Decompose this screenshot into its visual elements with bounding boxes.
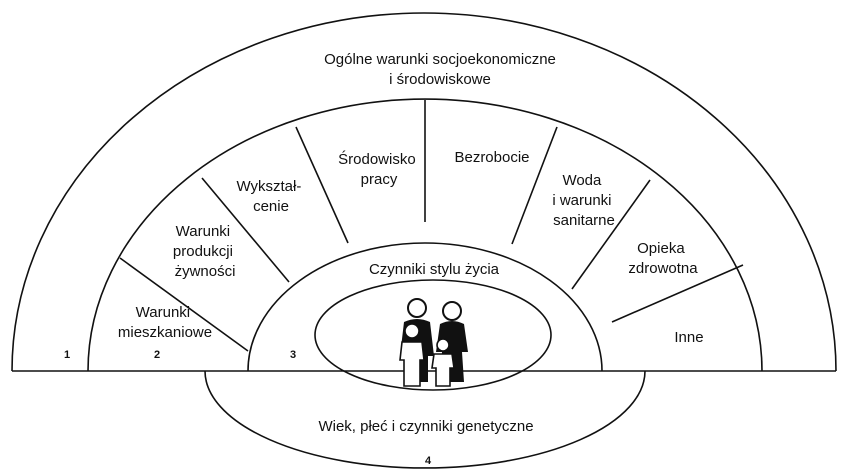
genetic-label: Wiek, płeć i czynniki genetyczne	[318, 418, 533, 435]
layer-number-4: 4	[425, 455, 432, 467]
center-ellipse	[314, 279, 552, 391]
layer-number-2: 2	[154, 349, 160, 361]
family-icon	[399, 298, 468, 387]
segment-dividers	[119, 100, 744, 352]
segment-healthcare: Opieka zdrowotna	[628, 240, 698, 277]
segment-food-production: Warunki produkcji żywności	[173, 223, 237, 280]
segment-water-sanitation: Woda i warunki sanitarne	[552, 172, 615, 229]
outer-label-line1: Ogólne warunki socjoekonomiczne	[324, 51, 556, 68]
outer-label-line2: i środowiskowe	[389, 71, 491, 88]
segment-other: Inne	[674, 329, 703, 346]
outer-arch	[11, 12, 837, 372]
segments-arch	[87, 98, 763, 372]
segment-education: Wykształ- cenie	[236, 178, 305, 215]
genetic-arc	[204, 370, 646, 469]
layer-number-3: 3	[290, 349, 296, 361]
segment-unemployment: Bezrobocie	[454, 149, 529, 166]
segment-housing: Warunki mieszkaniowe	[118, 304, 212, 341]
lifestyle-label: Czynniki stylu życia	[369, 261, 500, 278]
segment-work-environment: Środowisko pracy	[338, 150, 420, 188]
layer-number-1: 1	[64, 349, 70, 361]
lifestyle-arch	[247, 242, 603, 372]
